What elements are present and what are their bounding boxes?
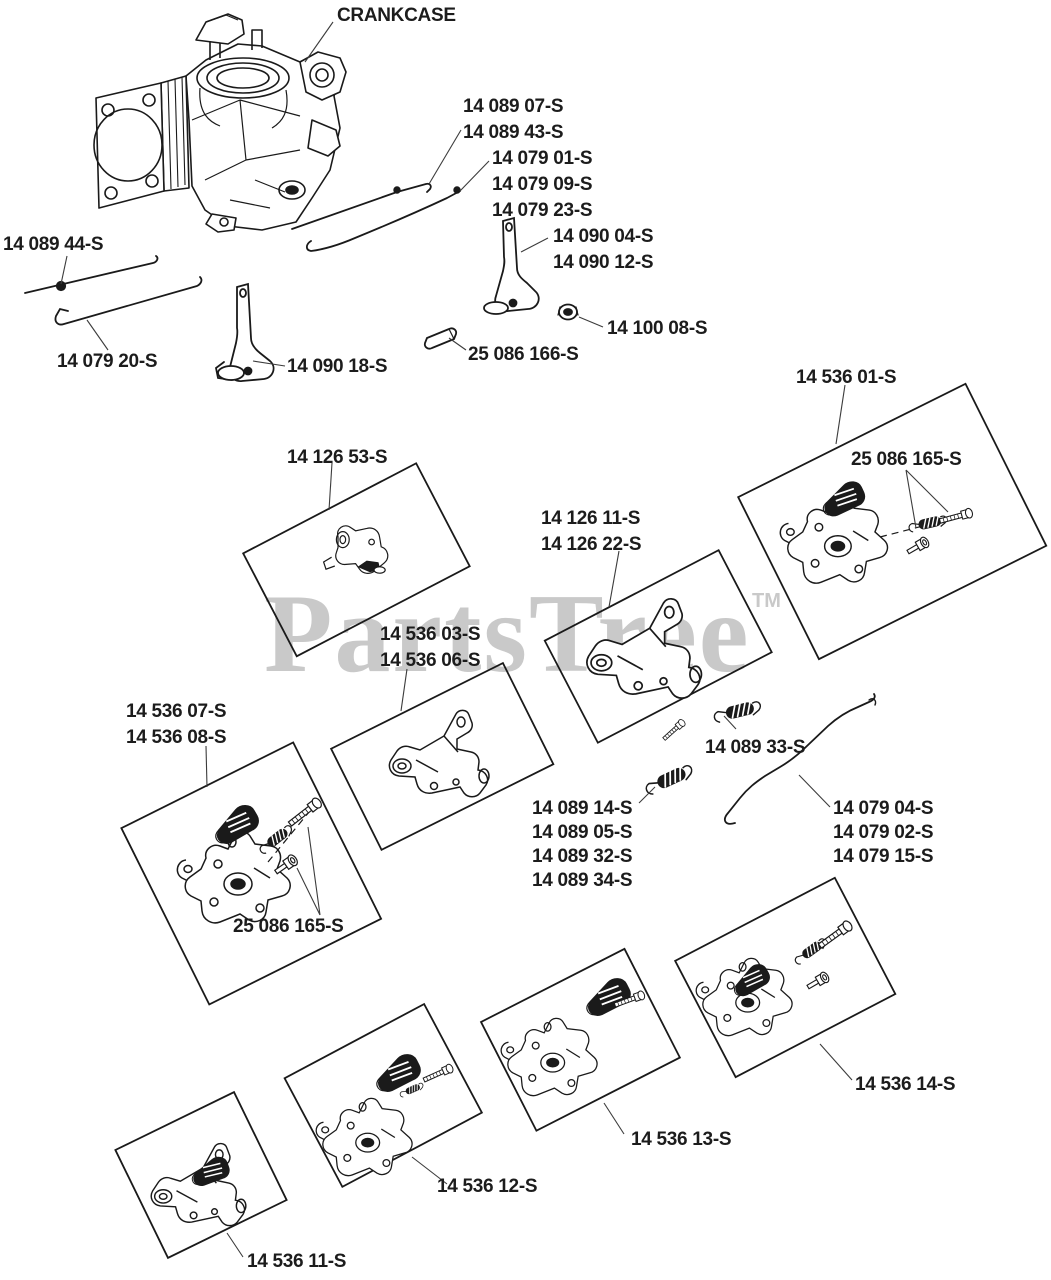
label-14-079-09-s: 14 079 09-S: [492, 174, 593, 195]
label-14-536-03-s: 14 536 03-S: [380, 624, 481, 645]
label-14-089-14-s: 14 089 14-S: [532, 798, 633, 819]
crankcase-drawing: [93, 13, 347, 233]
label-14-090-12-s: 14 090 12-S: [553, 252, 654, 273]
label-14-090-04-s: 14 090 04-S: [553, 226, 654, 247]
rod-14-089-07: [291, 182, 432, 230]
label-14-089-07-s: 14 089 07-S: [463, 96, 564, 117]
label-14-536-12-s: 14 536 12-S: [437, 1176, 538, 1197]
part-box-14-536-14: [673, 876, 897, 1079]
label-14-089-05-s: 14 089 05-S: [532, 822, 633, 843]
label-25-086-165-s-right: 25 086 165-S: [851, 449, 962, 470]
label-25-086-166-s: 25 086 166-S: [468, 344, 579, 365]
label-14-126-11-s: 14 126 11-S: [541, 508, 641, 529]
rod-14-079-04: [724, 693, 877, 825]
label-14-536-13-s: 14 536 13-S: [631, 1129, 732, 1150]
part-box-14-536-07: [120, 741, 383, 1006]
spring-14-089-33: [711, 698, 764, 725]
label-14-079-02-s: 14 079 02-S: [833, 822, 934, 843]
label-14-126-22-s: 14 126 22-S: [541, 534, 642, 555]
label-14-536-07-s: 14 536 07-S: [126, 701, 227, 722]
label-14-089-43-s: 14 089 43-S: [463, 122, 564, 143]
pin-25-086-166: [423, 327, 458, 350]
watermark-tm-mark: TM: [752, 590, 781, 612]
label-14-089-32-s: 14 089 32-S: [532, 846, 633, 867]
label-14-536-14-s: 14 536 14-S: [855, 1074, 956, 1095]
part-box-14-536-03: [329, 661, 555, 852]
label-14-126-53-s: 14 126 53-S: [287, 447, 388, 468]
rod-14-079-20: [54, 276, 203, 326]
part-box-14-126-11: [543, 548, 773, 744]
spring-14-089-14: [642, 761, 696, 798]
label-25-086-165-s-left: 25 086 165-S: [233, 916, 344, 937]
label-14-089-44-s: 14 089 44-S: [3, 234, 104, 255]
nut-14-100-08: [557, 303, 579, 321]
label-14-536-11-s: 14 536 11-S: [247, 1251, 347, 1272]
label-crankcase: CRANKCASE: [337, 5, 456, 26]
part-box-14-536-12: [283, 1002, 484, 1189]
label-14-536-01-s: 14 536 01-S: [796, 367, 897, 388]
label-14-079-01-s: 14 079 01-S: [492, 148, 593, 169]
label-14-100-08-s: 14 100 08-S: [607, 318, 708, 339]
part-box-14-126-53: [241, 462, 471, 658]
label-14-079-20-s: 14 079 20-S: [57, 351, 158, 372]
lever-14-090-18: [215, 282, 275, 382]
label-14-079-15-s: 14 079 15-S: [833, 846, 934, 867]
part-box-14-536-01: [736, 382, 1048, 661]
leader-lines: [60, 21, 949, 1258]
part-box-14-536-13: [479, 947, 682, 1132]
lever-14-090-04: [483, 216, 540, 315]
label-14-089-34-s: 14 089 34-S: [532, 870, 633, 891]
bolt-14-089-33-mount: [660, 717, 687, 743]
label-14-089-33-s: 14 089 33-S: [705, 737, 806, 758]
rod-14-089-44: [24, 255, 159, 294]
part-box-14-536-11: [114, 1090, 288, 1260]
label-14-090-18-s: 14 090 18-S: [287, 356, 388, 377]
label-14-079-04-s: 14 079 04-S: [833, 798, 934, 819]
label-14-536-08-s: 14 536 08-S: [126, 727, 227, 748]
label-14-536-06-s: 14 536 06-S: [380, 650, 481, 671]
label-14-079-23-s: 14 079 23-S: [492, 200, 593, 221]
rod-14-079-01: [305, 186, 461, 252]
